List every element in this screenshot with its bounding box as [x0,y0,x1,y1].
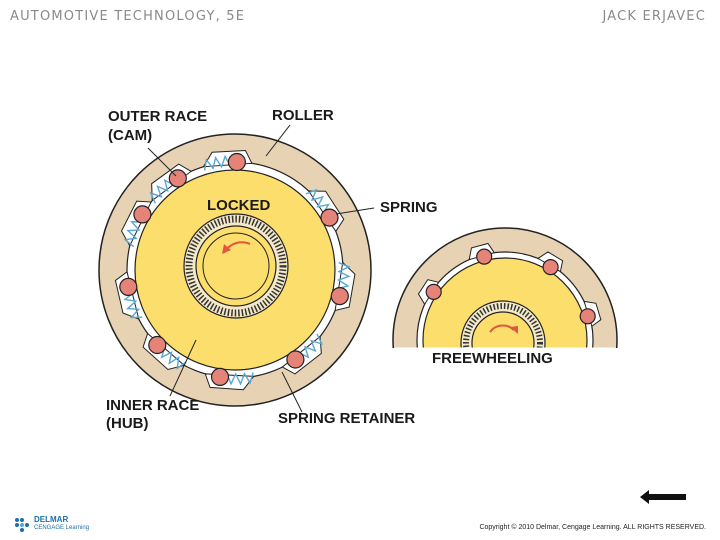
hub-center-inner [202,232,270,300]
roller [320,208,339,227]
logo-mark-icon [15,518,29,532]
fw-hub-teeth [463,303,543,348]
leader-lines [147,124,375,413]
label-roller: ROLLER [272,107,334,124]
hub-center [195,225,277,307]
roller [119,277,138,296]
freewheeling-clutch [392,227,618,348]
label-outer-race: OUTER RACE [108,108,207,125]
logo-sub-text: CENGAGE Learning [34,525,90,531]
label-spring-retainer: SPRING RETAINER [278,410,415,427]
hub-spline-teeth [185,215,287,317]
label-spring: SPRING [380,199,438,216]
fw-hub-center [471,311,535,348]
delmar-logo: DELMAR CENGAGE Learning [12,515,112,537]
fw-rollers [425,248,596,325]
label-locked: LOCKED [207,197,271,214]
roller [286,350,305,369]
header-author: JACK ERJAVEC [602,9,706,24]
roller [210,367,230,386]
roller [227,152,246,172]
rotation-arrowhead-fw [510,326,518,334]
rollers [119,152,349,386]
locked-clutch [98,133,372,407]
label-hub: (HUB) [106,415,149,432]
label-cam: (CAM) [108,127,152,144]
fw-roller [579,308,596,325]
label-inner-race: INNER RACE [106,397,199,414]
label-freewheeling: FREEWHEELING [432,350,553,367]
fw-roller [425,283,442,300]
roller [330,287,349,306]
copyright-text: Copyright © 2010 Delmar, Cengage Learnin… [479,524,706,531]
roller [148,335,167,355]
logo-main-text: DELMAR [34,515,69,524]
rotation-arrowhead-locked [222,244,231,254]
fw-roller [476,248,493,265]
arrow-left-icon[interactable] [640,490,686,504]
fw-roller [542,259,559,276]
header-title: AUTOMOTIVE TECHNOLOGY, 5E [10,9,246,24]
roller [133,205,152,224]
